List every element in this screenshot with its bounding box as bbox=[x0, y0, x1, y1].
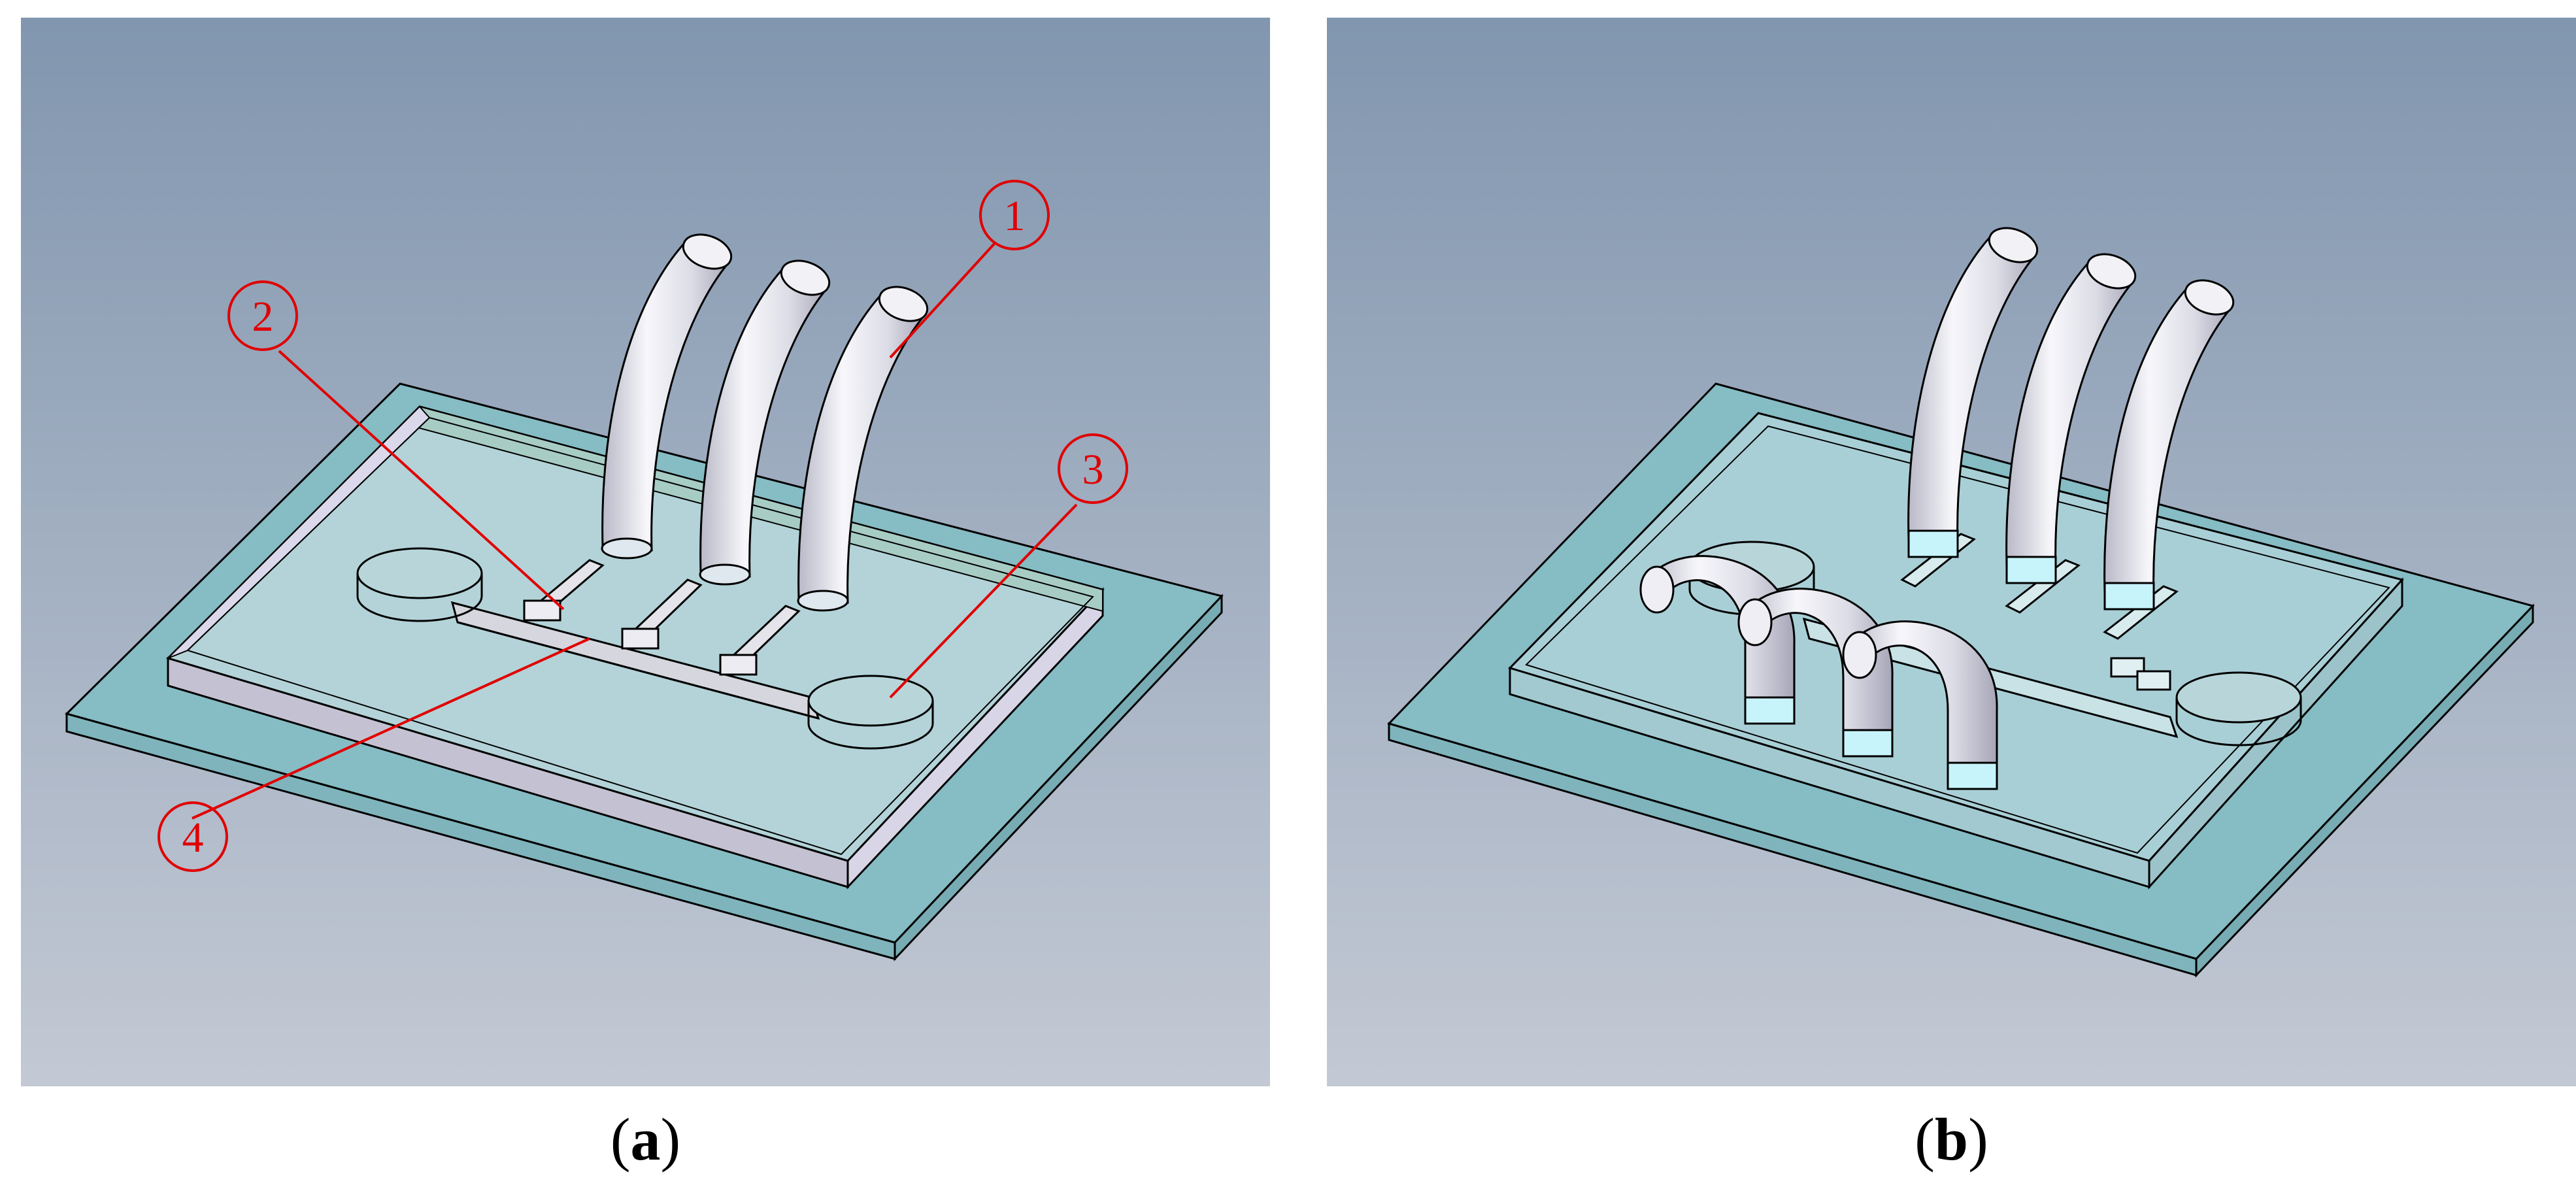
svg-text:1: 1 bbox=[1004, 192, 1026, 240]
panel-a-illustration: 1 2 3 4 bbox=[21, 18, 1270, 1086]
chip-render-a: 1 2 3 4 bbox=[21, 18, 1270, 1086]
caption-a-letter: a bbox=[630, 1106, 661, 1173]
svg-text:3: 3 bbox=[1082, 446, 1104, 493]
outlet-hook-tubes bbox=[1639, 555, 1998, 790]
reservoir-left bbox=[356, 547, 483, 622]
microchannel-network bbox=[450, 559, 820, 720]
reservoir-outlet bbox=[807, 675, 934, 750]
caption-b-letter: b bbox=[1934, 1106, 1969, 1173]
panel-b-illustration bbox=[1327, 18, 2576, 1086]
caption-a: (a) bbox=[21, 1105, 1270, 1174]
chip-render-b bbox=[1327, 18, 2576, 1086]
caption-b: (b) bbox=[1327, 1105, 2576, 1174]
svg-text:4: 4 bbox=[182, 814, 204, 861]
callout-lines bbox=[192, 242, 1078, 820]
callout-1: 1 bbox=[979, 180, 1050, 250]
svg-text:2: 2 bbox=[252, 293, 274, 341]
reservoir-outlet bbox=[2175, 671, 2302, 746]
caption-a-open: ( bbox=[610, 1106, 631, 1173]
callout-4: 4 bbox=[158, 801, 228, 872]
inlet-tubes bbox=[1907, 227, 2235, 610]
caption-b-open: ( bbox=[1915, 1106, 1935, 1173]
callout-3: 3 bbox=[1058, 433, 1128, 504]
callout-2: 2 bbox=[227, 280, 298, 351]
caption-b-close: ) bbox=[1968, 1106, 1988, 1173]
inlet-tubes bbox=[601, 233, 929, 612]
caption-a-close: ) bbox=[660, 1106, 681, 1173]
